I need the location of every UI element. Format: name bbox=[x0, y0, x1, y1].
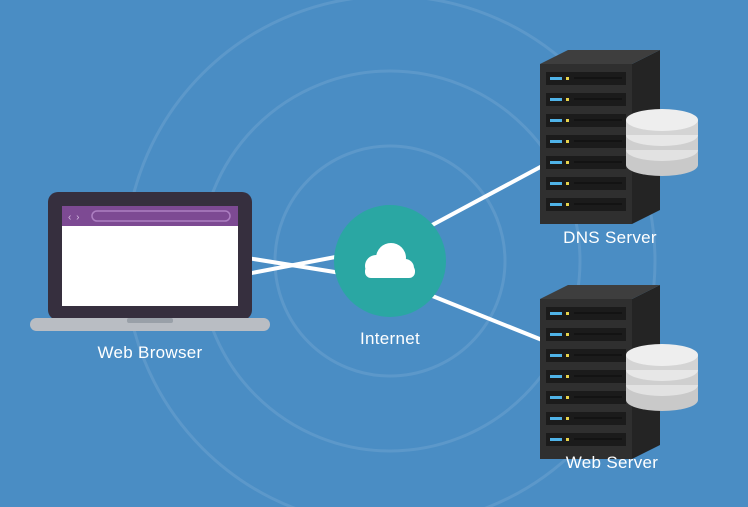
dns-server-label: DNS Server bbox=[563, 228, 657, 247]
laptop-base-notch bbox=[127, 318, 173, 323]
browser-address-bar bbox=[91, 210, 231, 222]
browser-toolbar bbox=[62, 206, 238, 226]
internet-node bbox=[334, 205, 446, 317]
cloud-icon bbox=[365, 243, 415, 278]
internet-label: Internet bbox=[360, 329, 420, 348]
web-browser-node: ‹ › bbox=[30, 192, 270, 331]
web-browser-label: Web Browser bbox=[97, 343, 202, 362]
laptop-base bbox=[30, 318, 270, 331]
web-server-label: Web Server bbox=[566, 453, 658, 472]
browser-nav-icons: ‹ › bbox=[68, 212, 80, 223]
